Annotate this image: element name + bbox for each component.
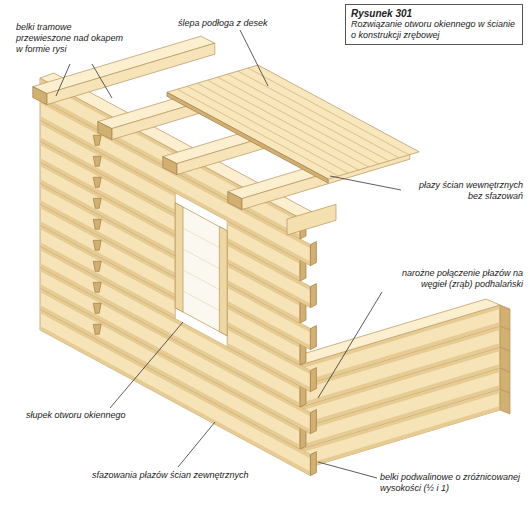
corner-log-end [310,242,316,266]
figure-title: Rysunek 301 [351,8,517,19]
part-label: ślepa podłoga z desek [178,18,303,29]
window-post [219,227,227,336]
log-edge [177,89,338,176]
leader-line [92,64,112,98]
dovetail-lock [93,219,101,229]
title-box: Rysunek 301Rozwiązanie otworu okiennego … [345,4,523,45]
dovetail-lock [93,198,101,208]
dovetail-lock [93,324,101,334]
leader-line [318,292,382,398]
part-label: płazy ścian wewnętrznych bez sfazowań [405,180,523,202]
beam-end [33,87,47,105]
beam-end [98,122,112,140]
figure-caption: Rozwiązanie otworu okiennego w ścianie o… [351,19,517,41]
leader-line [240,30,268,86]
leader-line [318,462,377,478]
part-label: słupek otworu okiennego [26,410,158,421]
dovetail-lock [93,240,101,250]
log-chamfer [300,305,500,369]
interior-log [287,204,336,235]
leader-line [110,322,183,408]
part-label: belki tramowe przewieszone nad okapem w … [16,22,124,55]
leader-line [56,64,70,96]
leader-line [178,422,215,467]
dovetail-lock [93,177,101,187]
log-edge [228,74,389,161]
dovetail-lock [93,135,101,145]
corner-log-end [310,326,316,350]
log-edge [248,68,409,155]
dovetail-lock [93,282,101,292]
dovetail-lock [93,261,101,271]
part-label: sfazowania płazów ścian zewnętrznych [92,470,282,481]
log-edge [218,77,379,164]
beam-end [163,157,177,175]
corner-log-end [310,452,316,476]
log-end [500,305,510,330]
part-label: belki podwalinowe o zróżnicowanej wysoko… [380,472,523,494]
dovetail-lock [93,156,101,166]
log-edge [187,86,348,173]
log-edge [207,80,368,167]
corner-log-end [310,368,316,392]
log-top [286,299,500,365]
corner-log-end [310,284,316,308]
window-opening [175,203,227,336]
leader-line [330,176,401,190]
dovetail-lock [93,303,101,313]
floor-edge [167,92,328,183]
part-label: narożne połączenie płazów na węgieł (zrą… [385,268,523,290]
log-edge [197,83,358,170]
window-post [175,203,183,312]
corner-log-end [310,410,316,434]
beam-end [228,192,242,210]
